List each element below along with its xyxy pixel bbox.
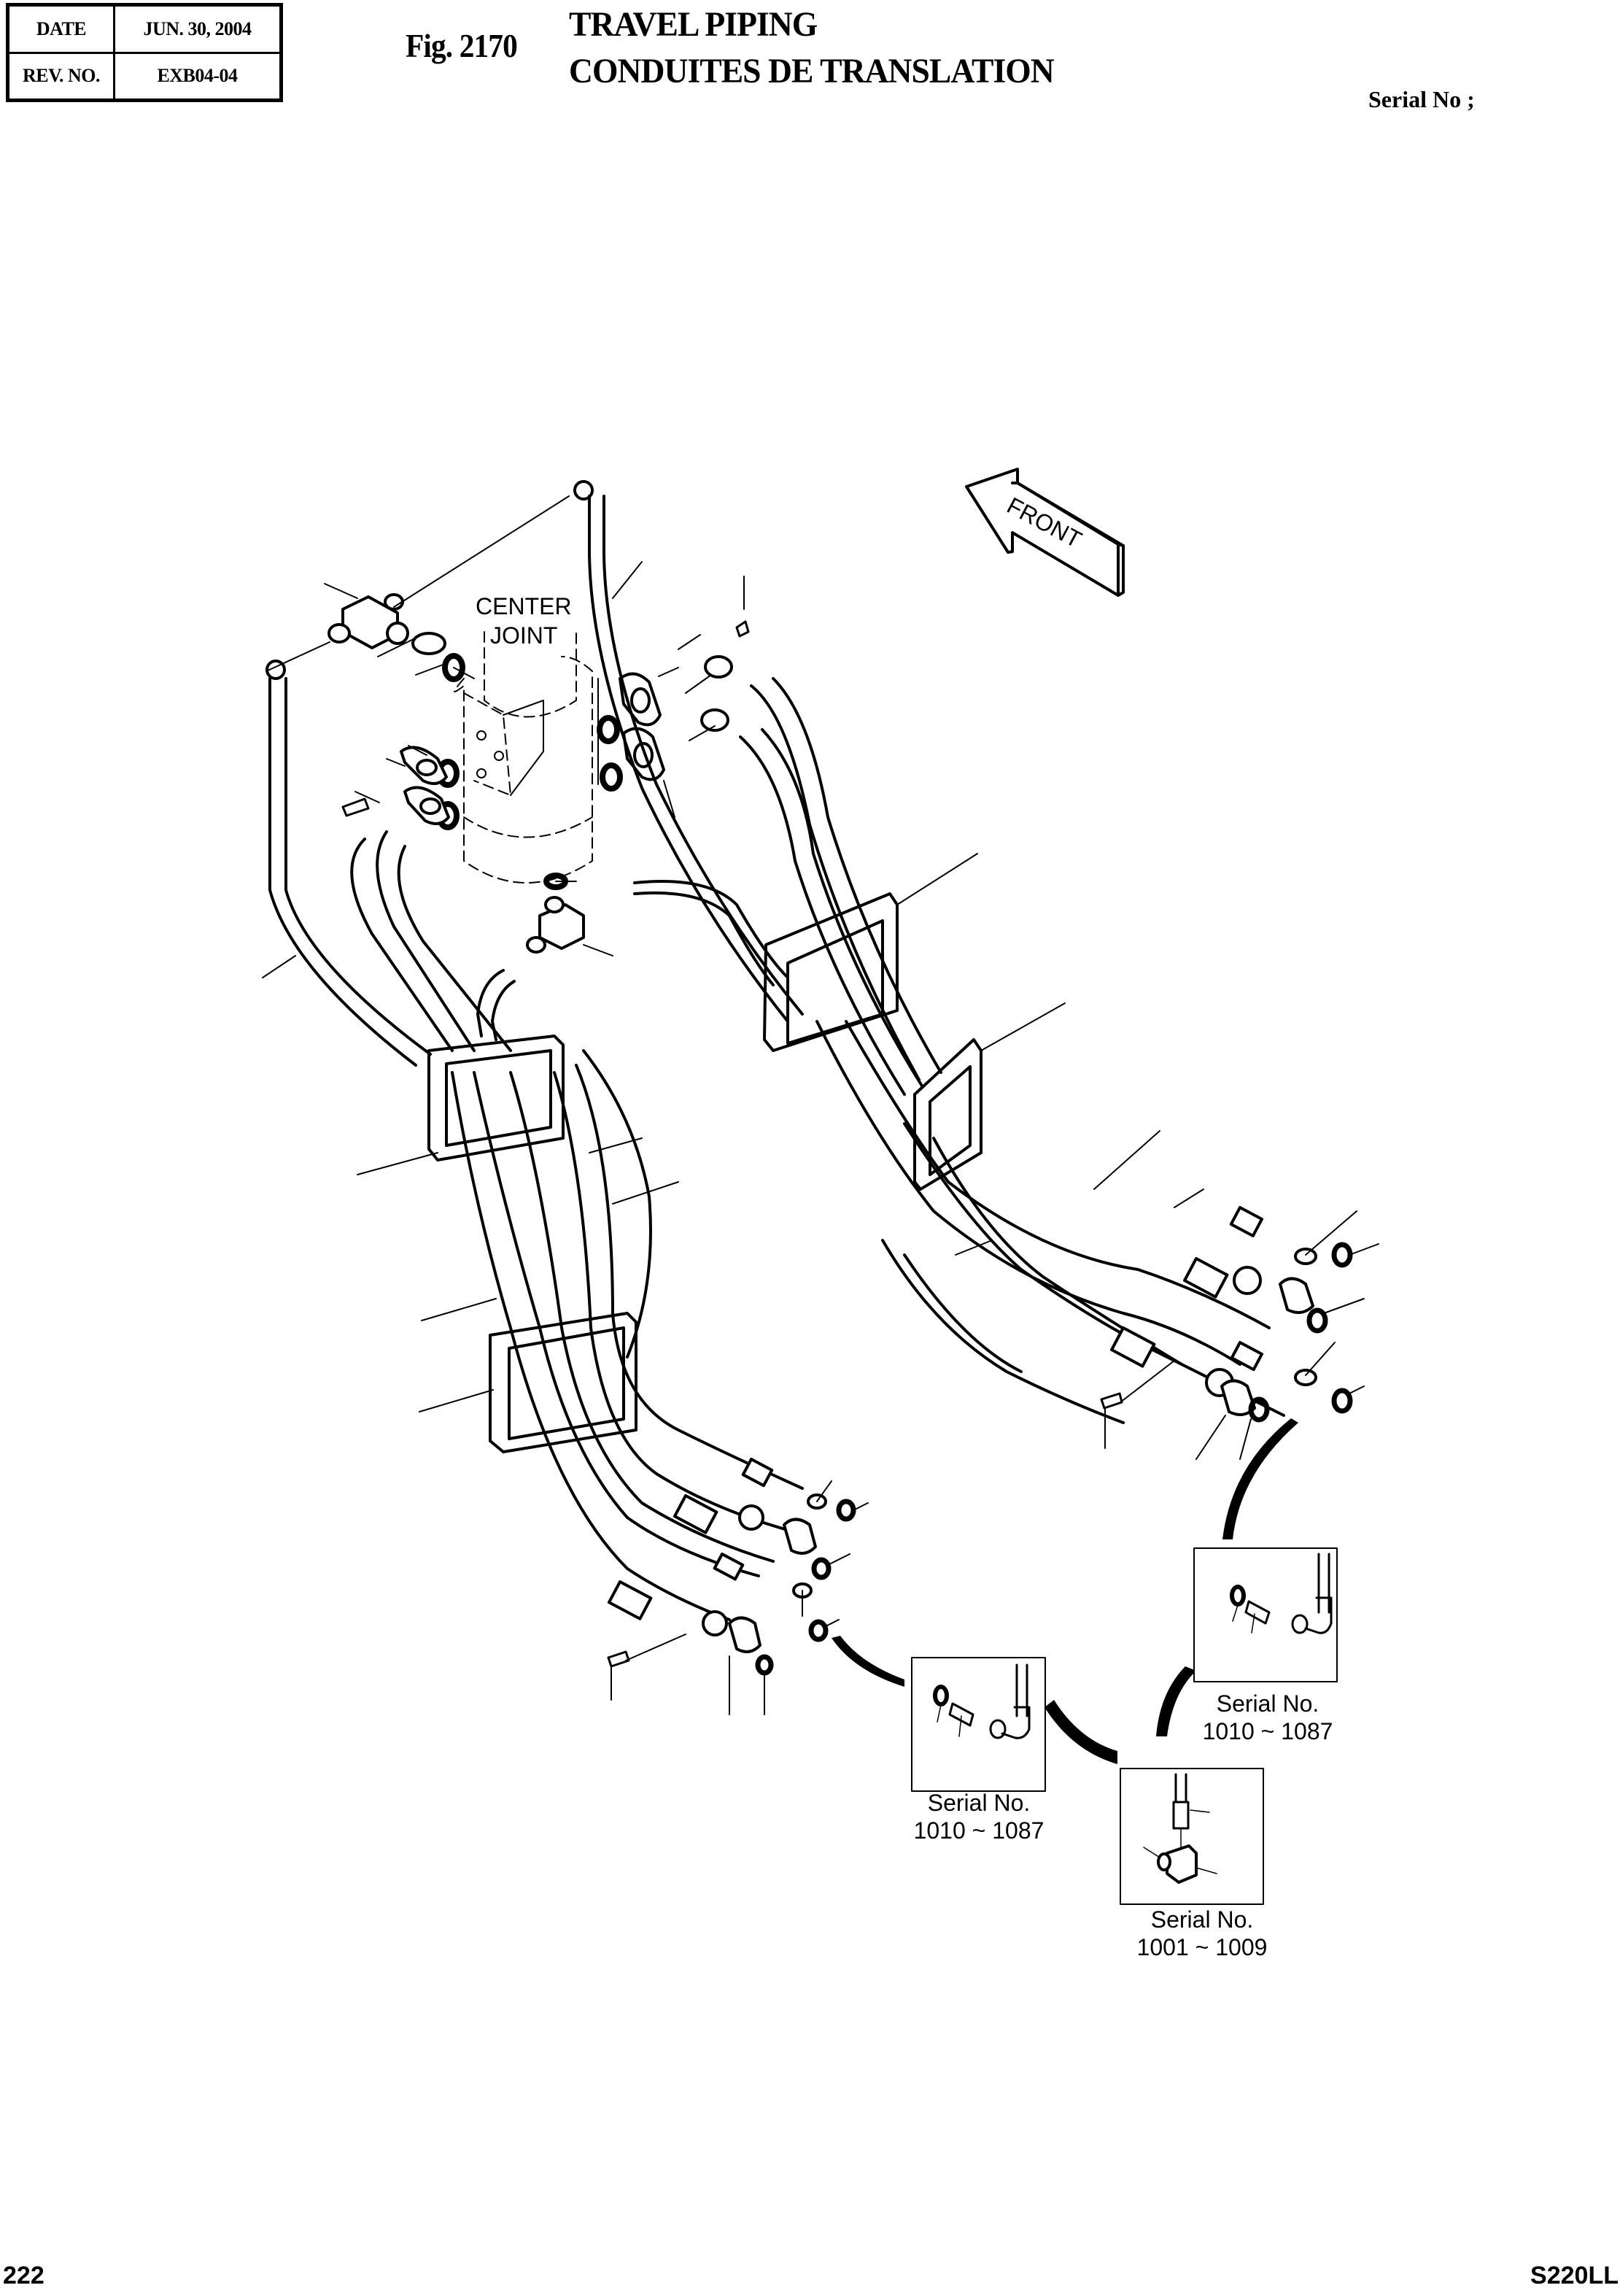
inset-caption: Serial No. 1010 ~ 1087 <box>906 1789 1052 1844</box>
rev-label: REV. NO. <box>7 51 115 101</box>
hose-clamp-icon <box>427 892 983 1453</box>
inset-serial-label: Serial No. <box>1150 1906 1254 1933</box>
inset-serial-label: Serial No. <box>927 1790 1031 1816</box>
leader-line <box>262 495 1379 1715</box>
o-ring-icon <box>436 653 623 890</box>
bolt-icon <box>341 620 1123 1668</box>
hydraulic-hose <box>268 495 1285 1621</box>
date-label: DATE <box>7 4 115 54</box>
title-english: TRAVEL PIPING <box>569 5 818 44</box>
o-ring-icon <box>755 1242 1353 1676</box>
front-arrow-icon: FRONT <box>965 468 1125 597</box>
model-code: S220LL <box>1530 2262 1619 2289</box>
date-value: JUN. 30, 2004 <box>113 4 282 54</box>
hose-end-fitting-icon <box>607 1206 1264 1636</box>
center-joint-label-line1: CENTER <box>476 593 572 619</box>
inset-serial-range: 1010 ~ 1087 <box>1202 1718 1333 1744</box>
inset-caption: Serial No. 1010 ~ 1087 <box>1202 1690 1333 1745</box>
title-french: CONDUITES DE TRANSLATION <box>569 52 1055 90</box>
inset-serial-label: Serial No. <box>1216 1690 1319 1717</box>
inset-box <box>911 1547 1338 1905</box>
inset-caption: Serial No. 1001 ~ 1009 <box>1129 1906 1275 1961</box>
tee-fitting-icon <box>328 593 585 954</box>
rev-value: EXB04-04 <box>113 51 282 101</box>
inset-serial-range: 1010 ~ 1087 <box>913 1817 1045 1844</box>
oring-adapter-elbow-icon <box>1230 1553 1333 1634</box>
hose-tee-fitting-icon <box>1143 1773 1217 1884</box>
inset-connector-arrow <box>832 1418 1298 1764</box>
page-number: 222 <box>3 2262 44 2289</box>
center-joint-body <box>454 631 593 884</box>
serial-number-header: Serial No ; <box>1368 86 1475 112</box>
oring-adapter-elbow-icon <box>933 1663 1031 1739</box>
center-joint-label-line2: JOINT <box>490 622 557 649</box>
revision-table: DATE JUN. 30, 2004 REV. NO. EXB04-04 <box>6 3 283 102</box>
flange-icon <box>400 672 665 825</box>
figure-number: Fig. 2170 <box>406 27 518 64</box>
inset-serial-range: 1001 ~ 1009 <box>1136 1934 1268 1960</box>
